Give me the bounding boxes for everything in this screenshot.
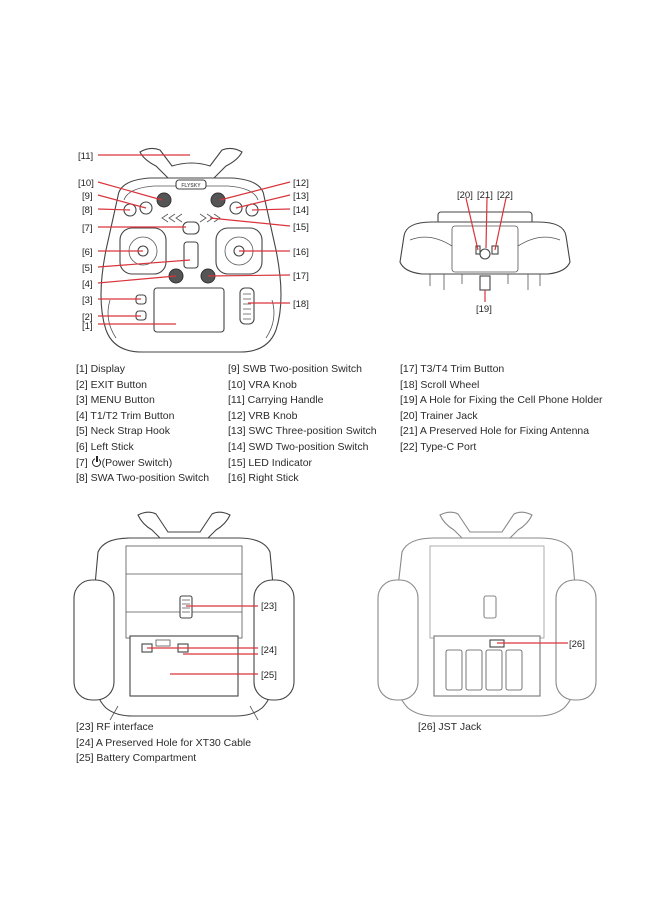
legend-item: [2] EXIT Button	[76, 378, 148, 391]
open-view-handle	[439, 511, 533, 541]
battery-cell-4	[505, 649, 523, 691]
vra-knob[interactable]	[156, 192, 172, 208]
legend-column-1: [1] Display [2] EXIT Button [3] MENU But…	[76, 362, 209, 487]
legend-item: [18] Scroll Wheel	[400, 378, 480, 391]
legend-item: [9] SWB Two-position Switch	[228, 363, 363, 375]
callout-13: [13]	[293, 191, 309, 202]
legend-item: [14] SWD Two-position Switch	[228, 440, 369, 453]
legend-item: [16] Right Stick	[228, 472, 299, 485]
power-switch[interactable]	[182, 221, 200, 235]
front-leaders	[97, 154, 291, 325]
callout-17: [17]	[293, 271, 309, 282]
scroll-wheel[interactable]	[239, 287, 255, 325]
antenna-hole	[479, 248, 491, 260]
rf-interface[interactable]	[179, 595, 193, 619]
callout-21: [21]	[477, 190, 493, 201]
legend-item: [4] T1/T2 Trim Button	[76, 409, 175, 422]
legend-item-prefix: [7]	[76, 456, 91, 469]
callout-5: [5]	[82, 263, 93, 274]
legend-column-3: [17] T3/T4 Trim Button [18] Scroll Wheel…	[400, 362, 603, 456]
legend-item: [20] Trainer Jack	[400, 409, 478, 422]
display	[153, 287, 225, 333]
back-right-grip	[253, 579, 295, 701]
callout-11: [11]	[78, 151, 93, 162]
legend-item: [12] VRB Knob	[228, 409, 298, 422]
legend-item: [13] SWC Three-position Switch	[228, 425, 377, 438]
legend-column-5: [26] JST Jack	[418, 720, 481, 736]
open-left-grip	[377, 579, 419, 701]
callout-8: [8]	[82, 205, 93, 216]
legend-item: [26] JST Jack	[418, 721, 482, 733]
callout-12: [12]	[293, 178, 309, 189]
top-view	[399, 211, 571, 291]
callout-20: [20]	[457, 190, 473, 201]
callout-3: [3]	[82, 295, 93, 306]
back-open-view	[377, 511, 597, 717]
legend-item: [25] Battery Compartment	[76, 752, 197, 765]
open-callouts: [26]	[569, 639, 585, 650]
callout-9: [9]	[82, 191, 93, 202]
callout-6: [6]	[82, 247, 93, 258]
top-leaders	[465, 197, 507, 302]
legend-item: [22] Type-C Port	[400, 440, 477, 453]
callout-15: [15]	[293, 222, 309, 233]
top-callouts: [20] [21] [22] [19]	[457, 190, 513, 315]
back-leaders	[147, 605, 258, 675]
legend-column-2: [9] SWB Two-position Switch [10] VRA Kno…	[228, 362, 377, 487]
callout-18: [18]	[293, 299, 309, 310]
battery-cell-2	[465, 649, 483, 691]
battery-cell-1	[445, 649, 463, 691]
back-callouts: [23] [24] [25]	[261, 601, 277, 681]
callout-10: [10]	[78, 178, 94, 189]
back-left-grip	[73, 579, 115, 701]
top-view-body	[399, 221, 571, 275]
back-view	[73, 511, 295, 721]
callout-25: [25]	[261, 670, 277, 681]
callout-16: [16]	[293, 247, 309, 258]
legend-item: [21] A Preserved Hole for Fixing Antenna	[400, 425, 590, 438]
callout-19: [19]	[476, 304, 492, 315]
callout-7: [7]	[82, 223, 93, 234]
legend-item: [8] SWA Two-position Switch	[76, 472, 210, 485]
legend-item: [10] VRA Knob	[228, 378, 297, 391]
legend-item-suffix: (Power Switch)	[101, 456, 173, 469]
open-battery-bay	[433, 635, 541, 697]
open-right-grip	[555, 579, 597, 701]
legend-item-power: [7] (Power Switch)	[76, 455, 209, 472]
legend-item: [24] A Preserved Hole for XT30 Cable	[76, 736, 252, 749]
legend-item: [15] LED Indicator	[228, 456, 313, 469]
legend-item: [3] MENU Button	[76, 394, 155, 407]
callout-2: [2]	[82, 312, 93, 323]
legend-item: [6] Left Stick	[76, 440, 134, 453]
front-callouts: [11] [10] [9] [8] [7] [6] [5] [4] [3] [2…	[78, 151, 309, 332]
callout-4: [4]	[82, 279, 93, 290]
battery-cell-3	[485, 649, 503, 691]
neck-strap-hook	[183, 241, 199, 269]
phone-holder-hole	[479, 275, 491, 291]
back-view-handle	[137, 511, 231, 541]
power-icon	[91, 455, 101, 467]
front-view: FLYSKY	[100, 147, 282, 353]
vrb-knob[interactable]	[210, 192, 226, 208]
callout-23: [23]	[261, 601, 277, 612]
callout-14: [14]	[293, 205, 309, 216]
callout-24: [24]	[261, 645, 277, 656]
legend-item: [11] Carrying Handle	[228, 394, 324, 407]
legend-item: [5] Neck Strap Hook	[76, 425, 170, 438]
brand-plate	[175, 179, 207, 190]
brand-label: FLYSKY	[181, 183, 201, 189]
callout-22: [22]	[497, 190, 513, 201]
callout-26: [26]	[569, 639, 585, 650]
legend-item: [17] T3/T4 Trim Button	[400, 363, 505, 375]
legend-item: [23] RF interface	[76, 721, 154, 733]
legend-item: [1] Display	[76, 363, 126, 375]
carrying-handle	[139, 147, 243, 179]
legend-item: [19] A Hole for Fixing the Cell Phone Ho…	[400, 394, 603, 407]
callout-1: [1]	[82, 321, 93, 332]
legend-column-4: [23] RF interface [24] A Preserved Hole …	[76, 720, 251, 767]
